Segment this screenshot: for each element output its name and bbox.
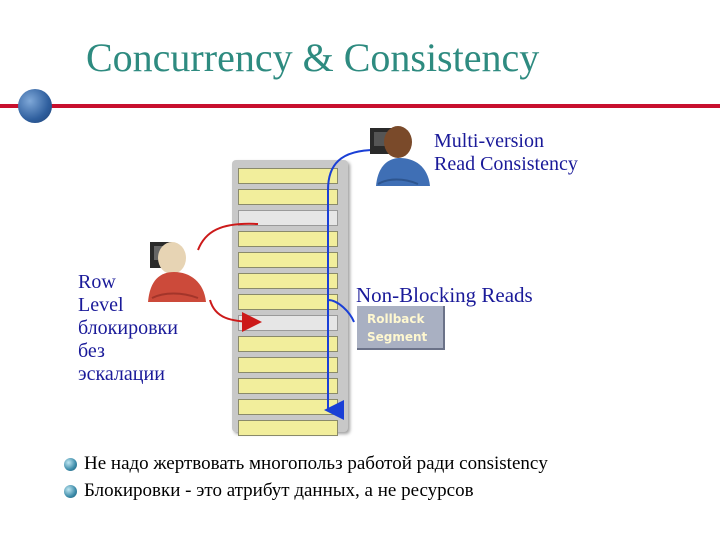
title-rule	[40, 104, 720, 108]
rollback-segment-box: Rollback Segment	[357, 306, 445, 350]
table-row	[238, 189, 338, 205]
row-level-label-line: эскалации	[78, 363, 165, 385]
title-rule-left	[0, 104, 22, 108]
table-row	[238, 357, 338, 373]
blue-read-arrow	[324, 149, 377, 420]
rollback-label-line: Segment	[367, 330, 428, 344]
red-lock-arrow	[197, 222, 258, 322]
table-row	[238, 168, 338, 184]
row-level-label-line: блокировки	[78, 317, 178, 339]
table-row	[238, 252, 338, 268]
table-row	[238, 273, 338, 289]
bullet-text: Не надо жертвовать многопольз работой ра…	[84, 453, 548, 474]
table-row	[238, 231, 338, 247]
table-row	[238, 210, 338, 226]
non-blocking-reads-label: Non-Blocking Reads	[356, 283, 533, 307]
row-level-label-line: Row	[78, 271, 116, 293]
multiversion-label-line: Multi-version	[434, 130, 544, 152]
bullet-item: Блокировки - это атрибут данных, а не ре…	[62, 477, 548, 504]
table-row	[238, 378, 338, 394]
page-title: Concurrency & Consistency	[86, 35, 540, 80]
table-row	[238, 420, 338, 436]
rollback-label-line: Rollback	[367, 312, 425, 326]
row-level-label-line: без	[78, 340, 105, 362]
bullet-sphere-icon	[64, 485, 77, 498]
multiversion-label-line: Read Consistency	[434, 153, 578, 175]
bullet-sphere-icon	[64, 458, 77, 471]
row-level-label: Row Level блокировки без эскалации	[78, 271, 178, 386]
bullet-list: Не надо жертвовать многопольз работой ра…	[62, 450, 548, 504]
blue-branch-line	[327, 299, 355, 323]
user-at-computer-red-icon	[148, 242, 206, 302]
user-at-computer-blue-icon	[370, 126, 430, 186]
bullet-text: Блокировки - это атрибут данных, а не ре…	[84, 480, 474, 501]
bullet-item: Не надо жертвовать многопольз работой ра…	[62, 450, 548, 477]
globe-icon	[18, 89, 52, 123]
row-level-label-line: Level	[78, 294, 124, 316]
multiversion-label: Multi-version Read Consistency	[434, 130, 578, 176]
